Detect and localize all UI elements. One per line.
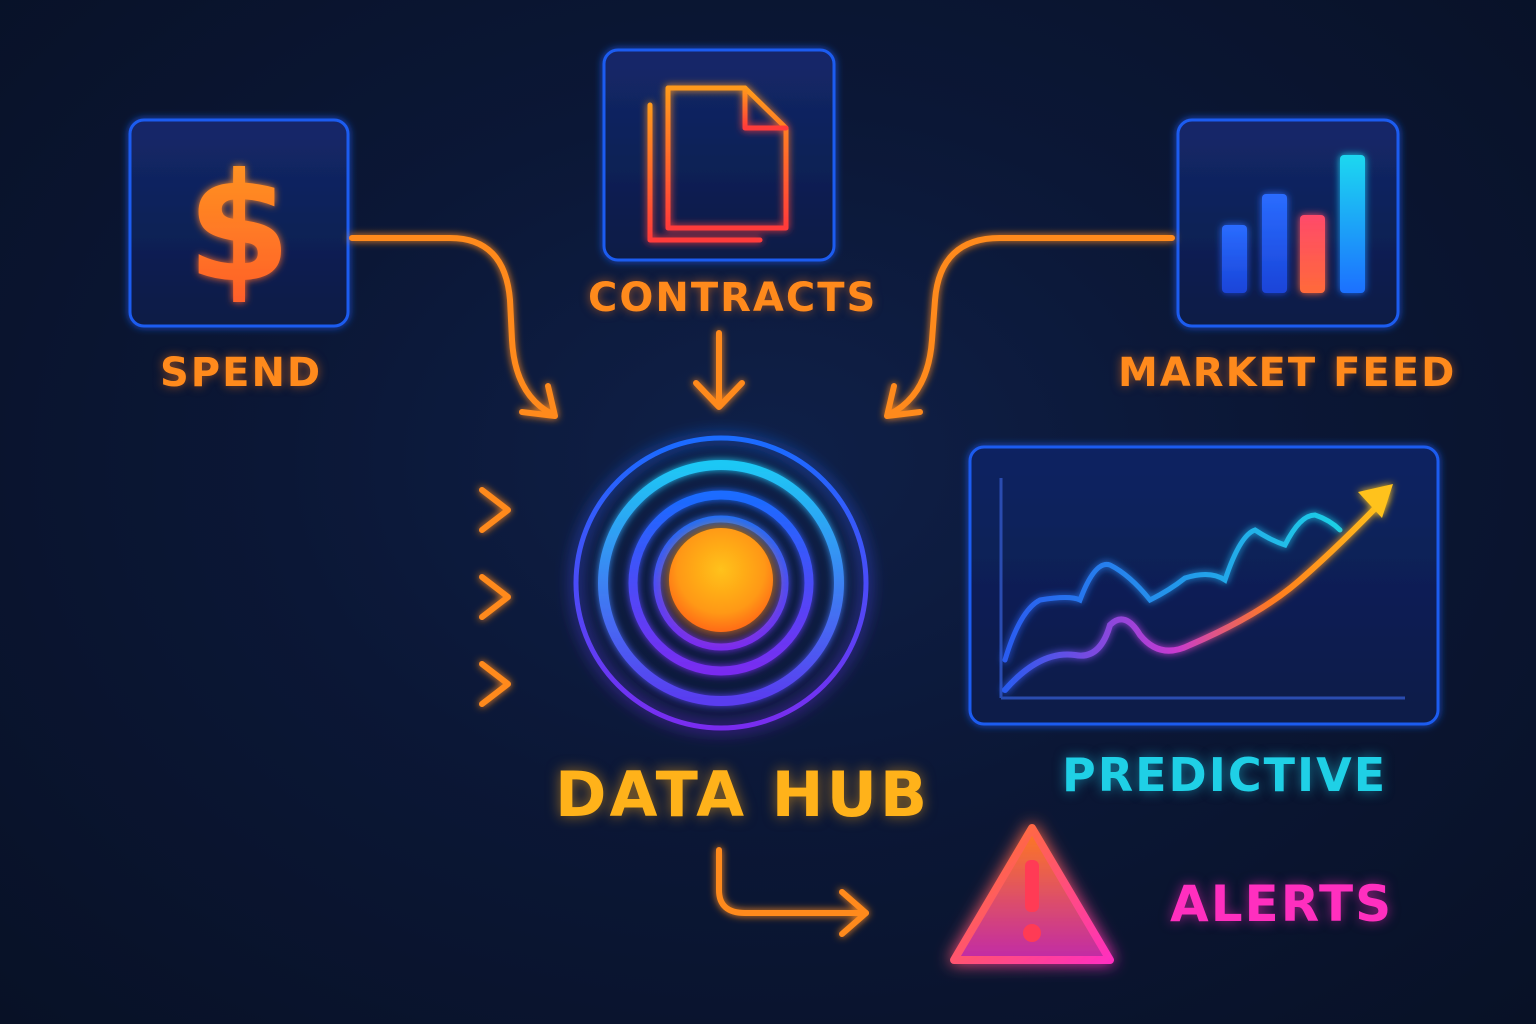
contracts-node bbox=[602, 48, 836, 262]
spend-node: $ bbox=[128, 118, 350, 328]
bar-chart-icon-bar bbox=[1300, 215, 1325, 293]
dollar-sign-icon: $ bbox=[187, 142, 291, 316]
hub-to-alerts-arrow bbox=[716, 847, 869, 937]
incoming-arrowhead bbox=[479, 487, 511, 533]
alerts-label: ALERTS bbox=[1170, 875, 1394, 933]
trend-line-chart-icon bbox=[999, 478, 1405, 700]
hub-core bbox=[669, 528, 773, 632]
warning-exclamation-dot bbox=[1023, 924, 1041, 942]
predictive-panel bbox=[968, 445, 1440, 726]
chart-trend-line bbox=[1002, 495, 1388, 693]
market-feed-node bbox=[1176, 118, 1400, 328]
incoming-arrows bbox=[72, 487, 511, 707]
document-icon bbox=[647, 85, 789, 243]
hub-ring bbox=[653, 515, 789, 651]
contracts-label: CONTRACTS bbox=[588, 275, 878, 321]
warning-triangle-icon bbox=[950, 824, 1114, 964]
bar-chart-icon-bar bbox=[1340, 155, 1365, 293]
svg-text:$: $ bbox=[187, 142, 291, 316]
data-hub-label: DATA HUB bbox=[555, 758, 931, 831]
incoming-arrowhead bbox=[479, 661, 511, 707]
spend-panel bbox=[128, 118, 350, 328]
bar-chart-icon bbox=[1222, 155, 1365, 293]
concentric-rings-icon bbox=[573, 435, 869, 731]
spend-to-hub-arrow bbox=[349, 235, 558, 419]
spend-label: SPEND bbox=[160, 350, 323, 396]
predictive-node bbox=[968, 445, 1440, 726]
contracts-panel bbox=[602, 48, 836, 262]
market-to-hub-arrow bbox=[884, 235, 1175, 419]
market-feed-label: MARKET FEED bbox=[1118, 350, 1457, 396]
hub-outer-ring bbox=[573, 435, 869, 731]
bar-chart-icon-bar bbox=[1262, 194, 1287, 293]
contracts-to-hub-arrow bbox=[693, 330, 745, 410]
predictive-label: PREDICTIVE bbox=[1062, 748, 1388, 802]
chart-wave-line bbox=[1002, 512, 1343, 663]
chart-trend-arrowhead bbox=[1358, 484, 1393, 518]
hub-ring bbox=[628, 490, 814, 676]
hub-ring bbox=[598, 460, 844, 706]
bar-chart-icon-bar bbox=[1222, 225, 1247, 293]
warning-exclamation-bar bbox=[1025, 860, 1039, 912]
incoming-arrowhead bbox=[479, 574, 511, 620]
